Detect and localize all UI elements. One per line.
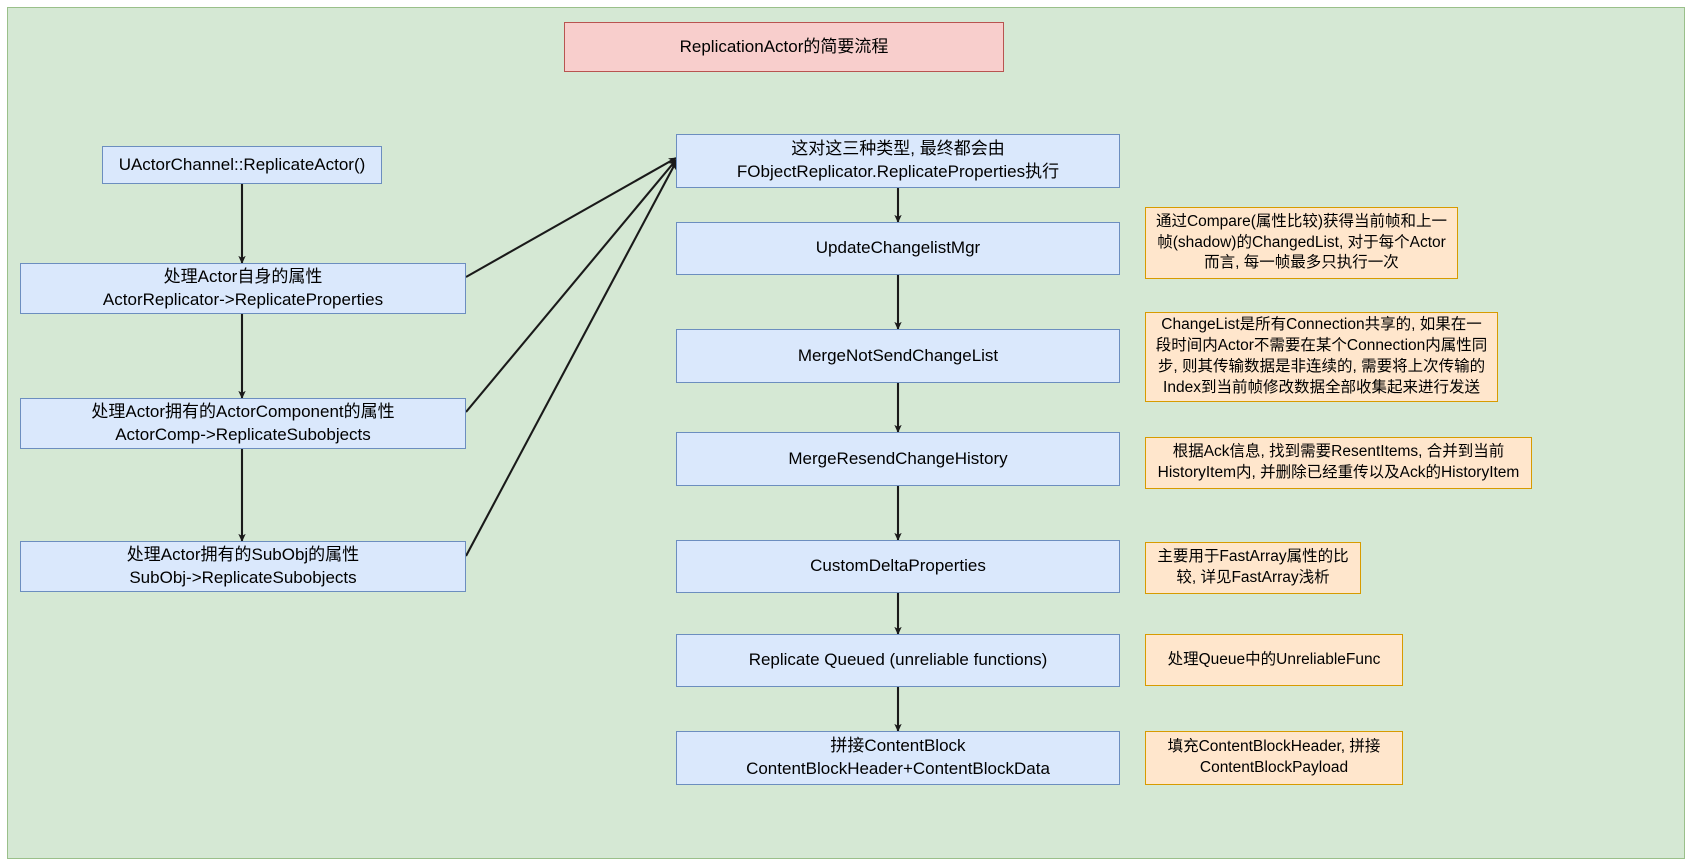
node-merge-resend-change-history[interactable]: MergeResendChangeHistory — [676, 432, 1120, 486]
node-replicate-queued[interactable]: Replicate Queued (unreliable functions) — [676, 634, 1120, 687]
node-replicate-actor[interactable]: UActorChannel::ReplicateActor() — [102, 146, 382, 184]
note-update-changelist-mgr: 通过Compare(属性比较)获得当前帧和上一 帧(shadow)的Change… — [1145, 207, 1458, 279]
diagram-title: ReplicationActor的简要流程 — [564, 22, 1004, 72]
node-replicate-properties-entry[interactable]: 这对这三种类型, 最终都会由 FObjectReplicator.Replica… — [676, 134, 1120, 188]
note-replicate-queued: 处理Queue中的UnreliableFunc — [1145, 634, 1403, 686]
note-content-block: 填充ContentBlockHeader, 拼接 ContentBlockPay… — [1145, 731, 1403, 785]
note-custom-delta-properties: 主要用于FastArray属性的比 较, 详见FastArray浅析 — [1145, 542, 1361, 594]
node-actor-subobj-properties[interactable]: 处理Actor拥有的SubObj的属性 SubObj->ReplicateSub… — [20, 541, 466, 592]
node-custom-delta-properties[interactable]: CustomDeltaProperties — [676, 540, 1120, 593]
node-merge-not-send-change-list[interactable]: MergeNotSendChangeList — [676, 329, 1120, 383]
note-merge-not-send-change-list: ChangeList是所有Connection共享的, 如果在一 段时间内Act… — [1145, 312, 1498, 402]
node-actor-self-properties[interactable]: 处理Actor自身的属性 ActorReplicator->ReplicateP… — [20, 263, 466, 314]
node-content-block[interactable]: 拼接ContentBlock ContentBlockHeader+Conten… — [676, 731, 1120, 785]
node-actor-component-properties[interactable]: 处理Actor拥有的ActorComponent的属性 ActorComp->R… — [20, 398, 466, 449]
node-update-changelist-mgr[interactable]: UpdateChangelistMgr — [676, 222, 1120, 275]
note-merge-resend-change-history: 根据Ack信息, 找到需要ResentItems, 合并到当前 HistoryI… — [1145, 437, 1532, 489]
